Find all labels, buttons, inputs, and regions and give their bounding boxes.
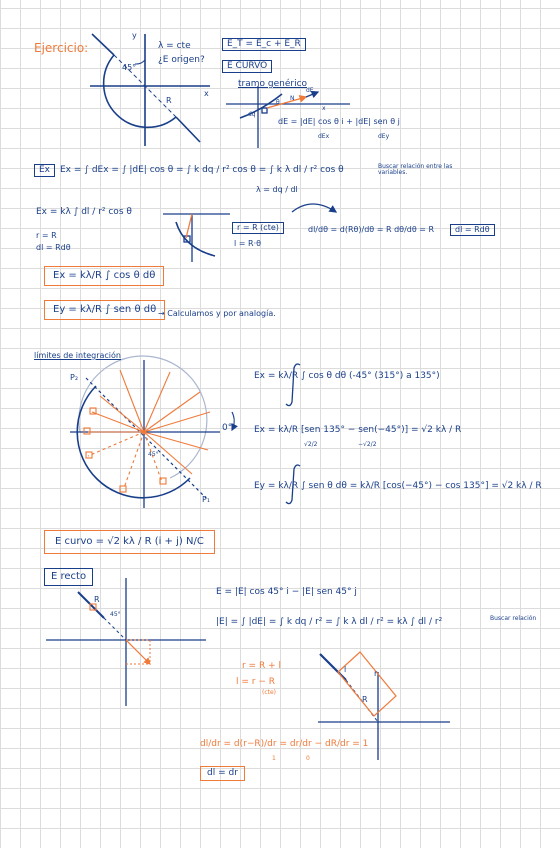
result-box-dl: dl = Rdθ xyxy=(450,224,495,236)
dl-eq-dr-box: dl = dr xyxy=(200,766,245,781)
fig6-l-label: l xyxy=(344,665,347,674)
fig2-drawing xyxy=(226,86,350,148)
curve-label-box: E CURVO xyxy=(222,60,273,73)
zero-label: 0 xyxy=(306,755,310,762)
limits-title: límites de integración xyxy=(34,351,121,360)
generic-x-label: x xyxy=(322,105,326,112)
one-label: 1 xyxy=(272,755,276,762)
fig1-angle-label: 45° xyxy=(122,63,137,72)
fig3-drawing xyxy=(163,203,338,262)
ex-integral: Ex = kλ/R ∫ cos θ dθ (-45° (315°) a 135°… xyxy=(254,371,440,381)
derivative-expression: dl/dθ = d(Rθ)/dθ = R dθ/dθ = R xyxy=(308,225,435,234)
dex-label: dEx xyxy=(318,133,330,140)
straight-R: R xyxy=(94,595,100,604)
straight-E-expression: E = |E| cos 45° i − |E| sen 45° j xyxy=(216,587,357,597)
fig6-drawing xyxy=(318,651,450,760)
de-vector-expression: dE = |dE| cos θ i + |dE| sen θ j xyxy=(278,117,400,126)
fig4-drawing xyxy=(70,355,238,508)
generic-n-label: N xyxy=(290,95,295,102)
straight-derivative: dl/dr = d(r−R)/dr = dr/dr − dR/dr = 1 xyxy=(200,739,369,749)
r-eq-R-plus-l: r = R + l xyxy=(242,661,281,671)
fig1-y-label: y xyxy=(132,31,137,40)
straight-note: Buscar relación xyxy=(490,615,537,622)
field-sum-box: E_T = E_c + E_R xyxy=(222,38,306,51)
page-title: Ejercicio: xyxy=(34,41,89,55)
fig1-x-label: x xyxy=(204,89,209,98)
p1-label: P₁ xyxy=(202,495,211,504)
ex-result-box: Ex = kλ/R ∫ cos θ dθ xyxy=(44,266,165,286)
l-eq: l = R·θ xyxy=(234,239,262,248)
fig1-radius-label: R xyxy=(166,96,172,105)
p2-label: P₂ xyxy=(70,373,79,382)
lambda-definition: λ = dq / dl xyxy=(256,185,298,194)
straight-angle: 45° xyxy=(110,611,121,618)
fig5-drawing xyxy=(46,578,206,706)
ex-formula: Ex = ∫ dEx = ∫ |dE| cos θ = ∫ k dq / r² … xyxy=(60,165,344,175)
angle-45-label: 45° xyxy=(148,451,159,458)
fig1-line-bottom xyxy=(175,116,201,143)
lambda-note: λ = cte xyxy=(158,41,191,51)
fig1-arc xyxy=(102,54,177,129)
ex-evaluation: Ex = kλ/R [sen 135° − sen(−45°)] = √2 kλ… xyxy=(254,425,462,435)
fig6-r-label: r xyxy=(374,669,378,678)
analogy-note: → Calculamos y por analogía. xyxy=(158,309,276,318)
fig1-line-top xyxy=(91,33,115,56)
generic-theta-label: θ xyxy=(276,99,280,106)
circle-r-box: r = R (cte) xyxy=(232,222,284,234)
straight-tag: E recto xyxy=(44,568,94,586)
generic-section-title: tramo genérico xyxy=(238,79,308,89)
ey-evaluation: Ey = kλ/R ∫ sen θ dθ = kλ/R [cos(−45°) −… xyxy=(254,481,542,491)
curve-result-box: E curvo = √2 kλ / R (i + j) N/C xyxy=(44,530,215,554)
ey-result-box: Ey = kλ/R ∫ sen θ dθ xyxy=(44,300,166,320)
straight-modulus: |E| = ∫ |dE| = ∫ k dq / r² = ∫ k λ dl / … xyxy=(216,617,443,627)
ex-note: Buscar relación entre las variables. xyxy=(378,163,453,176)
fig1-drawing xyxy=(90,33,210,146)
dl-eq-Rdtheta: dl = Rdθ xyxy=(36,243,71,252)
r-eq-R: r = R xyxy=(36,231,57,240)
ex-tag: Ex xyxy=(34,164,56,177)
cte-note: (cte) xyxy=(262,689,277,696)
generic-dq-label: dq xyxy=(248,111,256,118)
minus-sqrt2-over-2: −√2/2 xyxy=(358,441,377,448)
fig6-R-label: R xyxy=(362,695,368,704)
l-eq-r-minus-R: l = r − R xyxy=(236,677,275,687)
origin-question: ¿E origen? xyxy=(158,55,205,65)
dey-label: dEy xyxy=(378,133,390,140)
sqrt2-over-2: √2/2 xyxy=(304,441,318,448)
integral-signs xyxy=(285,363,301,505)
angle-0-label: 0° xyxy=(222,423,233,433)
ex-kl-formula: Ex = kλ ∫ dl / r² cos θ xyxy=(36,207,132,217)
generic-de-label: dE xyxy=(306,87,314,94)
